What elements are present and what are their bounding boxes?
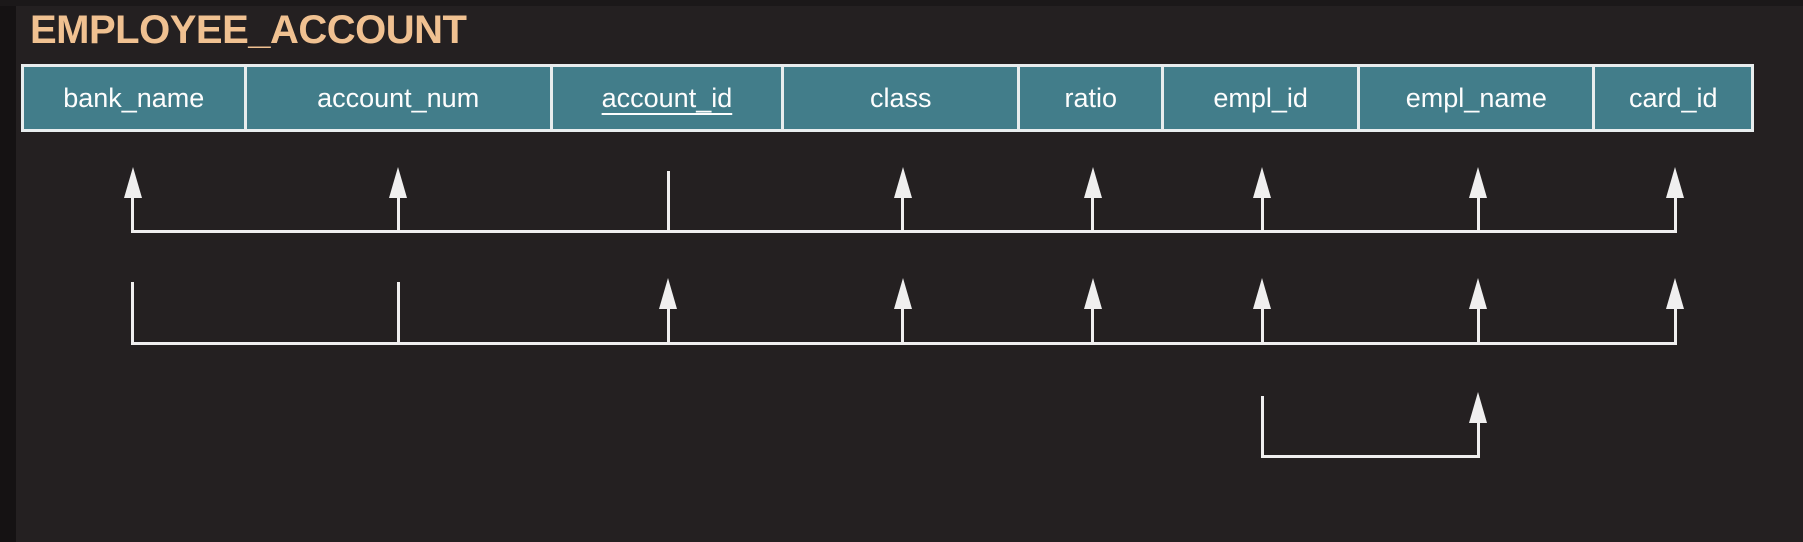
- column-header-account_num: account_num: [246, 67, 550, 129]
- fd-determinant-line-account_num: [396, 282, 400, 345]
- screen-edge-top: [0, 0, 1803, 6]
- arrow-tail: [131, 197, 134, 233]
- arrow-tail: [1476, 197, 1480, 233]
- column-header-bank_name: bank_name: [24, 67, 244, 129]
- arrow-up-icon: [1083, 278, 1102, 309]
- fd-arrow-bank_name: [123, 167, 142, 233]
- arrow-up-icon: [1083, 167, 1102, 198]
- arrow-up-icon: [1253, 278, 1271, 309]
- arrow-up-icon: [1666, 167, 1684, 198]
- arrow-up-icon: [123, 167, 142, 198]
- arrow-up-icon: [1469, 392, 1487, 423]
- fd-arrow-empl_name: [1469, 278, 1487, 345]
- arrow-tail: [1673, 197, 1677, 233]
- fd-arrow-ratio: [1083, 167, 1102, 233]
- arrow-up-icon: [893, 278, 912, 309]
- column-label: empl_id: [1213, 82, 1308, 113]
- column-label: card_id: [1628, 82, 1718, 113]
- column-header-empl_name: empl_name: [1360, 67, 1593, 129]
- arrow-up-icon: [389, 167, 407, 198]
- arrow-tail: [1091, 197, 1094, 233]
- arrow-up-icon: [659, 278, 677, 309]
- fd-arrow-empl_id: [1253, 278, 1271, 345]
- fd-determinant-line-bank_name: [131, 282, 134, 345]
- column-header-class: class: [784, 67, 1018, 129]
- arrow-tail: [1476, 308, 1480, 345]
- column-header-card_id: card_id: [1595, 67, 1752, 129]
- column-label: bank_name: [63, 82, 205, 113]
- fd-bus-line: [1260, 455, 1480, 458]
- fd-arrow-card_id: [1666, 278, 1684, 345]
- fd-arrow-account_num: [389, 167, 407, 233]
- arrow-tail: [666, 308, 670, 345]
- table-header-row: bank_name account_num account_id class ratio…: [21, 64, 1754, 132]
- table-title: EMPLOYEE_ACCOUNT: [30, 8, 467, 52]
- arrow-tail: [901, 308, 904, 345]
- column-label: class: [870, 82, 932, 113]
- arrow-up-icon: [1666, 278, 1684, 309]
- column-label: account_id: [601, 82, 733, 113]
- arrow-tail: [1260, 197, 1264, 233]
- column-header-ratio: ratio: [1020, 67, 1162, 129]
- arrow-up-icon: [1469, 167, 1487, 198]
- arrow-up-icon: [1469, 278, 1487, 309]
- column-header-account_id: account_id: [552, 67, 782, 129]
- fd-determinant-line-account_id: [666, 171, 670, 233]
- arrow-tail: [1476, 422, 1480, 458]
- arrow-tail: [901, 197, 904, 233]
- screen-edge-left: [0, 0, 16, 542]
- fd-arrow-card_id: [1666, 167, 1684, 233]
- arrow-tail: [1091, 308, 1094, 345]
- fd-arrow-empl_id: [1253, 167, 1271, 233]
- fd-arrow-account_id: [659, 278, 677, 345]
- column-label: empl_name: [1405, 82, 1547, 113]
- fd-arrow-empl_name: [1469, 167, 1487, 233]
- arrow-up-icon: [893, 167, 912, 198]
- arrow-tail: [1673, 308, 1677, 345]
- column-label: ratio: [1064, 82, 1118, 113]
- fd-determinant-line-empl_id: [1260, 396, 1264, 458]
- fd-arrow-class: [893, 167, 912, 233]
- fd-arrow-ratio: [1083, 278, 1102, 345]
- fd-arrow-class: [893, 278, 912, 345]
- arrow-up-icon: [1253, 167, 1271, 198]
- column-label: account_num: [317, 82, 480, 113]
- arrow-tail: [396, 197, 400, 233]
- arrow-tail: [1260, 308, 1264, 345]
- fd-arrow-empl_name: [1469, 392, 1487, 458]
- column-header-empl_id: empl_id: [1164, 67, 1358, 129]
